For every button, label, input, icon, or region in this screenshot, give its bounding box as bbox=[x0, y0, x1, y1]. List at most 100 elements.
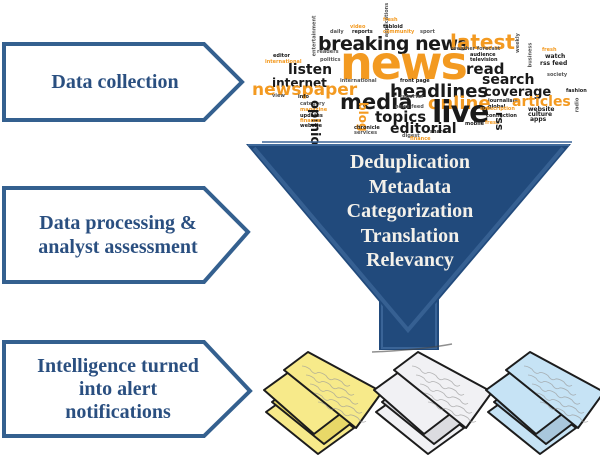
cloud-word: mobile bbox=[465, 121, 485, 127]
cloud-word: online bbox=[428, 93, 491, 114]
cloud-word: watch bbox=[545, 53, 566, 60]
cloud-word: listen bbox=[288, 62, 333, 78]
cloud-word: television bbox=[470, 57, 498, 63]
cloud-word: news bbox=[340, 36, 468, 90]
stage-label-alert-notifications: Intelligence turned into alert notificat… bbox=[6, 344, 230, 434]
document-stacks bbox=[263, 351, 600, 455]
funnel-stem-edge bbox=[381, 300, 437, 349]
cloud-word: newspaper bbox=[252, 80, 358, 100]
cloud-word: editorial bbox=[390, 121, 457, 137]
stage-label-data-collection: Data collection bbox=[6, 46, 224, 118]
cloud-word: finance bbox=[410, 136, 431, 142]
cloud-word: reporter bbox=[400, 94, 424, 100]
stem-shadow bbox=[371, 343, 453, 353]
funnel bbox=[246, 144, 571, 336]
cloud-word: website bbox=[300, 123, 323, 129]
funnel-step-translation: Translation bbox=[360, 224, 460, 247]
funnel-step-deduplication: Deduplication bbox=[349, 151, 471, 173]
news-word-cloud: applications fresh video tabloid daily r… bbox=[252, 0, 600, 163]
cloud-word: finance bbox=[300, 118, 321, 124]
stage-label-line: into alert bbox=[78, 377, 158, 400]
cloud-word: share bbox=[430, 129, 446, 135]
cloud-word: live bbox=[432, 95, 489, 130]
funnel-step-metadata: Metadata bbox=[368, 175, 452, 198]
cloud-word: fresh bbox=[485, 120, 500, 126]
cloud-word: topics bbox=[375, 108, 427, 126]
funnel-step-relevancy: Relevancy bbox=[366, 249, 454, 271]
document-text-line bbox=[301, 365, 351, 387]
document-text-line bbox=[411, 365, 461, 387]
cloud-word: search bbox=[482, 72, 535, 88]
document-text-line bbox=[419, 383, 469, 405]
document-text-line bbox=[423, 392, 473, 414]
document-text-line bbox=[535, 392, 585, 414]
cloud-word: view bbox=[272, 93, 285, 99]
cloud-word: society bbox=[547, 72, 568, 78]
funnel-step-categorization: Categorization bbox=[346, 200, 474, 222]
cloud-word: coverage bbox=[484, 85, 552, 100]
cloud-word: connection bbox=[486, 113, 517, 119]
cloud-word: global bbox=[488, 104, 506, 110]
stage-label-line: notifications bbox=[65, 400, 171, 423]
document-sheet-top bbox=[505, 351, 600, 429]
cloud-word: politics bbox=[320, 57, 341, 63]
cloud-word: category bbox=[300, 101, 325, 107]
document-text-line bbox=[313, 392, 363, 414]
cloud-word: services bbox=[354, 130, 378, 136]
stage-arrow-data-processing bbox=[2, 186, 251, 284]
cloud-word: weather forecast bbox=[452, 46, 501, 52]
cloud-word: articles bbox=[512, 94, 571, 110]
document-text-line bbox=[415, 374, 465, 396]
cloud-word: readers bbox=[317, 49, 339, 55]
cloud-word: subscription bbox=[480, 106, 515, 112]
document-text-line bbox=[309, 383, 359, 405]
yellow-stack bbox=[263, 351, 383, 455]
cloud-word: front page bbox=[400, 78, 430, 84]
blue-stack bbox=[485, 351, 600, 455]
cloud-word: international bbox=[265, 59, 302, 65]
cloud-word: fresh bbox=[383, 17, 398, 23]
document-text-line bbox=[317, 401, 367, 423]
cloud-word: audience bbox=[470, 52, 496, 58]
document-text-line bbox=[531, 383, 581, 405]
cloud-word: community bbox=[383, 29, 415, 35]
stage-label-data-processing: Data processing & analyst assessment bbox=[6, 190, 230, 280]
cloud-word: fresh bbox=[542, 47, 557, 53]
cloud-word: apps bbox=[530, 116, 547, 123]
cloud-word: updates bbox=[300, 113, 323, 119]
cloud-word: international bbox=[340, 78, 377, 84]
cloud-word: chronicle bbox=[354, 125, 380, 131]
cloud-word: journalism bbox=[488, 98, 518, 104]
cloud-word: daily bbox=[330, 29, 344, 35]
document-text-line bbox=[527, 374, 577, 396]
cloud-word: fashion bbox=[566, 88, 587, 94]
funnel-steps: Deduplication Metadata Categorization Tr… bbox=[300, 150, 520, 273]
document-text-line bbox=[539, 401, 589, 423]
funnel-inner-edge bbox=[252, 146, 565, 334]
cloud-word: editor bbox=[273, 53, 290, 59]
cloud-word: news feed bbox=[395, 104, 424, 110]
cloud-word: info bbox=[298, 94, 309, 100]
cloud-word: internet bbox=[272, 76, 327, 90]
cloud-word: headlines bbox=[390, 81, 489, 102]
cloud-word: breaking news bbox=[318, 33, 469, 55]
stage-label-line: analyst assessment bbox=[38, 236, 198, 258]
stage-arrow-data-collection bbox=[2, 42, 245, 122]
cloud-word: reports bbox=[352, 29, 373, 35]
document-text-line bbox=[427, 401, 477, 423]
cloud-word: video bbox=[350, 24, 366, 30]
cloud-word: rss feed bbox=[540, 60, 568, 67]
cloud-word: read bbox=[466, 60, 505, 78]
cloud-word: media bbox=[340, 90, 413, 114]
cloud-word: magazine bbox=[300, 107, 328, 113]
stage-label-line: Intelligence turned bbox=[37, 354, 199, 377]
stage-label-line: Data processing & bbox=[39, 212, 197, 234]
cloud-word: latest bbox=[450, 30, 515, 54]
cloud-word: culture bbox=[528, 111, 553, 118]
cloud-word: tabloid bbox=[383, 24, 403, 30]
document-text-line bbox=[523, 365, 573, 387]
white-stack bbox=[373, 351, 493, 455]
cloud-word: digest bbox=[402, 133, 420, 139]
